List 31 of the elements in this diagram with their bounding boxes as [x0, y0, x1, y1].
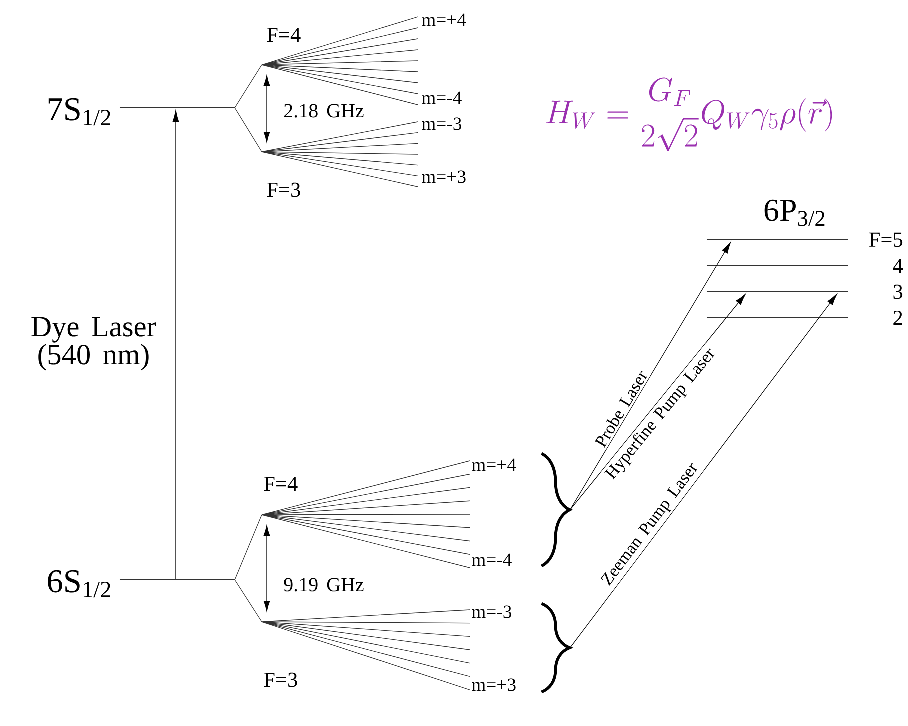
label: F=4: [267, 28, 301, 42]
level-label: 4: [893, 259, 904, 274]
label: F=3: [267, 182, 300, 198]
label: m=-3: [472, 606, 512, 618]
arrow: [570, 294, 746, 510]
energy-level-line: [120, 579, 235, 581]
label: m=+4: [422, 14, 466, 26]
curly-brace: [541, 602, 572, 694]
label: F=3: [264, 672, 298, 688]
level-label: 2: [894, 310, 902, 326]
label: m=-3: [422, 118, 462, 130]
energy-level-line: [707, 317, 848, 319]
level-label: 6S$_{1/2}$: [48, 570, 110, 598]
arrow: [570, 242, 732, 510]
label: m=+3: [422, 170, 466, 184]
arrow: [172, 110, 180, 580]
energy-level-line: [707, 265, 848, 267]
label: F=4: [264, 477, 298, 492]
level-label: 3: [894, 284, 903, 300]
energy-level-line: [707, 239, 848, 241]
energy-level-line: [707, 291, 848, 293]
label: m=-4: [472, 554, 512, 566]
label: 6P$_{3/2}$: [764, 200, 825, 226]
label: m=-4: [422, 92, 462, 104]
edge-label: Dye Laser (540 nm): [32, 317, 156, 371]
level-label: 7S$_{1/2}$: [48, 98, 110, 126]
energy-level-line: [120, 107, 235, 109]
formula: $H_W = \frac{G_F}{2\sqrt{2}} Q_W \gamma_5 \rho(\vec{r})$: [546, 78, 832, 152]
arrow: [570, 294, 838, 648]
level-label: F=5: [869, 232, 903, 248]
curly-brace: [541, 452, 572, 568]
